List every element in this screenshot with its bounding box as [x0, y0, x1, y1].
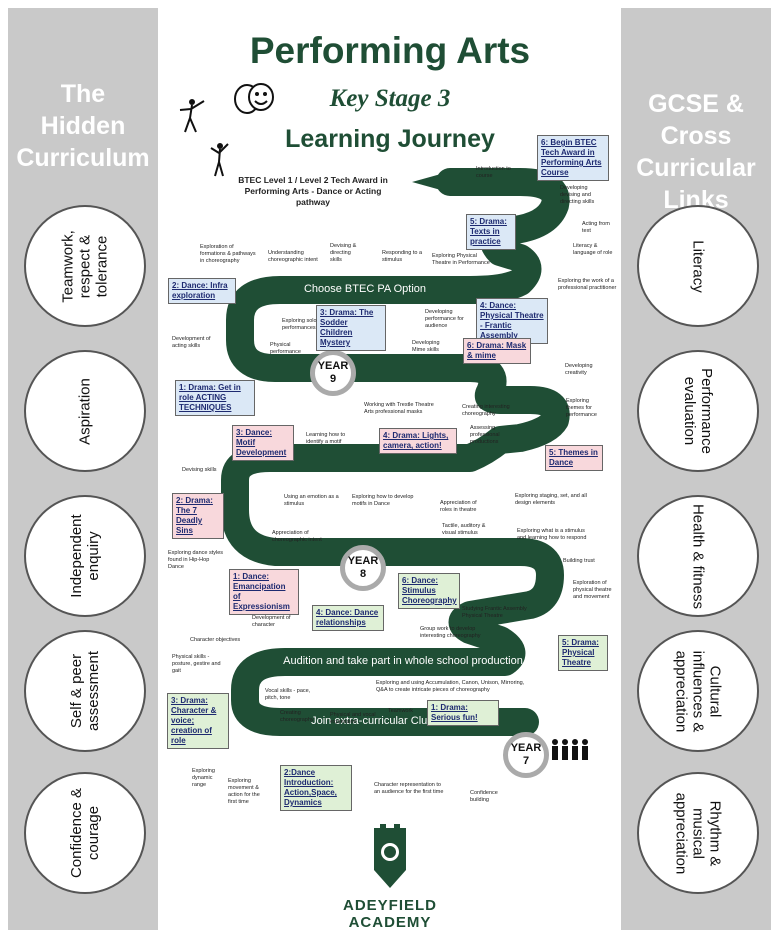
label-vocal-skills: Vocal skills - pace, pitch, tone [265, 688, 311, 701]
label-developing-performance: Developing performance for audience [425, 309, 464, 329]
label-professional-productions: Assessing professional productions [470, 425, 500, 445]
label-physical-theatre-performance: Exploring Physical Theatre in Performanc… [432, 253, 490, 266]
label-character-objectives: Character objectives [190, 637, 241, 643]
label-acting-text: Acting from text [582, 221, 610, 234]
label-emotion-stimulus: Using an emotion as a stimulus [284, 494, 339, 507]
bubble-rhythm: Rhythm & musical appreciation [637, 772, 759, 894]
unit-themes-in-dance: 5: Themes in Dance [545, 445, 603, 471]
unit-lights-camera: 4: Drama: Lights, camera, action! [379, 428, 457, 454]
label-literacy-role: Literacy & language of role [573, 243, 613, 256]
unit-texts-in-practice: 5: Drama: Texts in practice [466, 214, 516, 250]
label-devising-skills-2: Devising skills [182, 467, 217, 473]
label-mime-skills: Developing Mime skills [412, 340, 440, 353]
label-frantic-assembly: Studying Frantic Assembly Physical Theat… [462, 606, 527, 619]
bubble-performance-evaluation: Performance evaluation [637, 350, 759, 472]
unit-get-in-role: 1: Drama: Get in role ACTING TECHNIQUES [175, 380, 255, 416]
label-identify-motif: Learning how to identify a motif [306, 432, 346, 445]
unit-sodder-children: 3: Drama: The Sodder Children Mystery [316, 305, 386, 351]
unit-mask-mime: 6: Drama: Mask & mime [463, 338, 531, 364]
label-confidence-building: Confidence building [470, 790, 498, 803]
label-professional-practitioner: Exploring the work of a professional pra… [558, 278, 617, 291]
unit-physical-theatre: 5: Drama: Physical Theatre [558, 635, 608, 671]
theatre-masks-icon [234, 83, 274, 114]
label-develop-motifs: Exploring how to develop motifs in Dance [352, 494, 414, 507]
label-formations: Exploration of formations & pathways in … [200, 244, 256, 264]
label-solo-performances: Exploring solo performances [282, 318, 317, 331]
label-teamwork: Teamwork [388, 708, 414, 714]
label-themes-performance: Exploring themes for performance [566, 398, 597, 418]
unit-motif-development: 3: Dance: Motif Development [232, 425, 294, 461]
dancer-icon-small [210, 143, 229, 177]
btec-band-label: Choose BTEC PA Option [303, 283, 427, 295]
unit-emancipation: 1: Dance: Emancipation of Expressionism [229, 569, 299, 615]
label-trestle-masks: Working with Trestle Theatre Arts profes… [364, 402, 434, 415]
label-creating-choreography: Creating choreography [280, 710, 314, 723]
unit-dance-relationships: 4: Dance: Dance relationships [312, 605, 384, 631]
label-dynamic-range: Exploring dynamic range [192, 768, 215, 788]
bubble-independent-enquiry: Independent enquiry [24, 495, 146, 617]
people-icon [552, 739, 588, 760]
clubs-band-label: Join extra-curricular Clubs [311, 715, 439, 727]
unit-infra-exploration: 2: Dance: Infra exploration [168, 278, 236, 304]
castle-crest-icon [374, 824, 406, 888]
label-development-character: Development of character [252, 615, 291, 628]
hidden-curriculum-heading: The Hidden Curriculum [16, 80, 150, 172]
bubble-aspiration: Aspiration [24, 350, 146, 472]
unit-serious-fun: 1: Drama: Serious fun! [427, 700, 499, 726]
label-intro-course: Introduction to course [476, 166, 511, 179]
pathway-text: BTEC Level 1 / Level 2 Tech Award in Per… [238, 175, 388, 207]
unit-seven-deadly-sins: 2: Drama: The 7 Deadly Sins [172, 493, 224, 539]
label-movement-action: Exploring movement & action for the firs… [228, 778, 260, 805]
label-physical-skills: Physical skills - posture, gestire and g… [172, 654, 221, 674]
unit-character-voice: 3: Drama: Character & voice; creation of… [167, 693, 229, 749]
label-accumulation-canon: Exploring and using Accumulation, Canon,… [376, 680, 525, 693]
unit-stimulus-choreography: 6: Dance: Stimulus Choreography [398, 573, 460, 609]
learning-journey-title: Learning Journey [285, 125, 495, 153]
school-name: ADEYFIELD ACADEMY [342, 897, 437, 931]
label-physical-theatre-movement: Exploration of physical theatre and move… [573, 580, 612, 600]
label-choreographic-intent: Understanding choreographic intent [268, 250, 318, 263]
label-devising-directing: Developing devising and directing skills [560, 185, 595, 205]
label-responding-stimulus: Responding to a stimulus [382, 250, 423, 263]
label-developing-creativity: Developing creativity [565, 363, 593, 376]
page-subtitle: Key Stage 3 [329, 85, 451, 112]
label-tactile-stimulus: Tactile, auditory & visual stimulus [442, 523, 486, 536]
audition-band-label: Audition and take part in whole school p… [283, 655, 523, 667]
label-choreographic-appreciation: Appreciation of choreographic intent [272, 530, 322, 543]
label-roles-theatre: Appreciation of roles in theatre [440, 500, 477, 513]
label-devising-skills: Devising & directing skills [330, 243, 357, 263]
dancer-icon [179, 99, 205, 133]
label-acting-skills: Development of acting skills [172, 336, 211, 349]
label-physical-performance: Physical performance [270, 342, 301, 355]
unit-dance-introduction: 2:Dance Introduction: Action,Space, Dyna… [280, 765, 352, 811]
gcse-links-heading: GCSE & Cross Curricular Links [636, 90, 756, 214]
bubble-cultural-influences: Cultural influences & appreciation [637, 630, 759, 752]
label-interesting-choreography: Creating interesting choreography [462, 404, 510, 417]
bubble-self-peer-assessment: Self & peer assessment [24, 630, 146, 752]
label-group-work: Group work to develop interesting choreo… [420, 626, 481, 639]
bubble-health-fitness: Health & fitness [637, 495, 759, 617]
bubble-teamwork: Teamwork, respect & tolerance [24, 205, 146, 327]
bubble-confidence: Confidence & courage [24, 772, 146, 894]
unit-begin-btec: 6: Begin BTEC Tech Award in Performing A… [537, 135, 609, 181]
bubble-literacy: Literacy [637, 205, 759, 327]
label-what-is-stimulus: Exploring what is a stimulus and learnin… [517, 528, 587, 541]
label-staging-design: Exploring staging, set, and all design e… [515, 493, 587, 506]
label-character-representation: Character representation to an audience … [374, 782, 444, 795]
label-building-trust: Building trust [563, 558, 595, 564]
unit-frantic-assembly: 4: Dance: Physical Theatre - Frantic Ass… [476, 298, 548, 344]
page-title: Performing Arts [249, 30, 531, 71]
label-hip-hop: Exploring dance styles found in Hip-Hop … [168, 550, 224, 570]
label-physical-vocal: Physical and vocal expression [330, 712, 376, 725]
